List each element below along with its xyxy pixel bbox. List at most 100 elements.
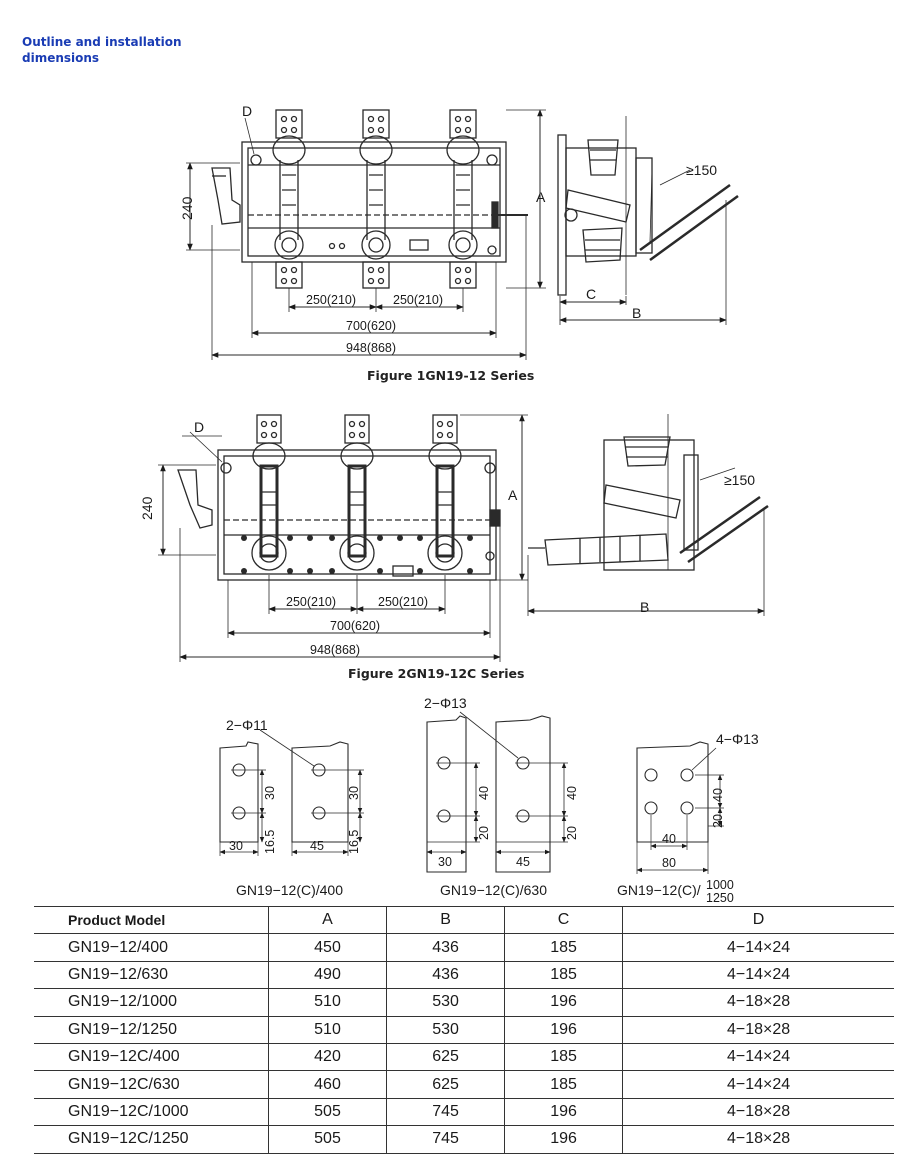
fig1-dim-outer: 948(868): [346, 341, 396, 355]
cell-c: 185: [504, 933, 623, 962]
terminal-400-dim-e: 30: [347, 786, 361, 800]
cell-model: GN19−12/1000: [34, 988, 269, 1017]
cell-model: GN19−12/630: [34, 960, 269, 990]
cell-c: 185: [504, 1042, 623, 1072]
fig1-dim-pitch2: 250(210): [393, 293, 443, 307]
cell-c: 196: [504, 1097, 623, 1127]
cell-b: 436: [386, 960, 505, 990]
cell-a: 460: [267, 1070, 387, 1099]
terminal-1000-name-bottom: 1250: [706, 891, 734, 905]
cell-b: 625: [386, 1070, 505, 1099]
header-d: D: [622, 905, 894, 935]
terminal-630-name: GN19−12(C)/630: [440, 882, 547, 898]
cell-d: 4−14×24: [622, 960, 894, 990]
terminal-1000-name-prefix: GN19−12(C)/: [617, 882, 701, 898]
fig2-label-b: B: [640, 599, 649, 615]
cell-b: 745: [386, 1097, 505, 1127]
cell-d: 4−14×24: [622, 1070, 894, 1099]
terminal-400-dim-a: 30: [263, 786, 277, 800]
fig1-dim-inner: 700(620): [346, 319, 396, 333]
cell-d: 4−18×28: [622, 1097, 894, 1127]
fig2-dim-pitch2: 250(210): [378, 595, 428, 609]
fig1-label-height: 240: [179, 196, 195, 220]
table-row: GN19−12/1250 510 530 196 4−18×28: [34, 1015, 894, 1044]
terminal-400-dim-c: 30: [229, 839, 243, 853]
terminal-400-dim-f: 16.5: [347, 830, 361, 854]
terminal-630-dim-d: 45: [516, 855, 530, 869]
cell-model: GN19−12C/400: [34, 1042, 269, 1072]
fig1-label-c: C: [586, 286, 596, 302]
cell-a: 490: [267, 960, 387, 990]
header-b: B: [386, 905, 505, 935]
terminal-630-dim-b: 20: [477, 826, 491, 840]
fig2-dim-outer: 948(868): [310, 643, 360, 657]
terminal-630-dim-c: 30: [438, 855, 452, 869]
terminal-630-dim-a: 40: [477, 786, 491, 800]
fig2-label-height: 240: [139, 496, 155, 520]
header-c: C: [504, 905, 623, 935]
table-row: GN19−12C/630 460 625 185 4−14×24: [34, 1070, 894, 1099]
cell-model: GN19−12C/1250: [34, 1125, 269, 1154]
terminal-1000-holes: 4−Φ13: [716, 731, 759, 747]
cell-d: 4−14×24: [622, 1042, 894, 1072]
table-row: GN19−12C/400 420 625 185 4−14×24: [34, 1042, 894, 1072]
cell-b: 436: [386, 933, 505, 962]
terminal-1000-dim-d: 80: [662, 856, 676, 870]
cell-d: 4−18×28: [622, 988, 894, 1017]
cell-c: 196: [504, 1125, 623, 1154]
terminal-1000-dim-b: 20: [711, 814, 725, 828]
cell-a: 420: [267, 1042, 387, 1072]
terminal-630-dim-f: 20: [565, 826, 579, 840]
cell-model: GN19−12C/630: [34, 1070, 269, 1099]
fig2-label-a: A: [508, 487, 518, 503]
terminal-630-dim-e: 40: [565, 786, 579, 800]
table-row: GN19−12C/1000 505 745 196 4−18×28: [34, 1097, 894, 1127]
cell-a: 505: [267, 1125, 387, 1154]
terminal-1000-dim-c: 40: [662, 832, 676, 846]
figure2-front-view: [158, 414, 528, 662]
table-row: GN19−12/1000 510 530 196 4−18×28: [34, 988, 894, 1017]
cell-a: 505: [267, 1097, 387, 1127]
cell-d: 4−18×28: [622, 1125, 894, 1154]
table-row: GN19−12/400 450 436 185 4−14×24: [34, 933, 894, 962]
cell-b: 530: [386, 1015, 505, 1044]
table-header-row: Product Model A B C D: [34, 905, 894, 935]
terminal-1000-1250: [636, 741, 724, 874]
figure1-side-view: [557, 116, 739, 325]
terminal-400-name: GN19−12(C)/400: [236, 882, 343, 898]
fig2-label-d: D: [194, 419, 204, 435]
fig1-label-a: A: [536, 189, 546, 205]
terminal-630-holes: 2−Φ13: [424, 695, 467, 711]
cell-a: 450: [267, 933, 387, 962]
fig1-label-b: B: [632, 305, 641, 321]
fig2-label-clearance: ≥150: [724, 472, 755, 488]
fig1-label-d: D: [242, 103, 252, 119]
terminal-1000-dim-a: 40: [711, 788, 725, 802]
cell-a: 510: [267, 988, 387, 1017]
table-row: GN19−12C/1250 505 745 196 4−18×28: [34, 1125, 894, 1154]
header-a: A: [267, 905, 387, 935]
cell-model: GN19−12C/1000: [34, 1097, 269, 1127]
figure1-drawing: D 240 A ≥150 C B 250(210) 250(210) 700(6…: [179, 103, 739, 360]
terminal-400-dim-b: 16.5: [263, 830, 277, 854]
cell-c: 185: [504, 960, 623, 990]
figure1-front-view: [186, 109, 546, 360]
figure2-side-view: [527, 414, 769, 616]
header-product-model: Product Model: [34, 905, 269, 935]
cell-b: 745: [386, 1125, 505, 1154]
terminal-400-dim-d: 45: [310, 839, 324, 853]
terminal-630: [426, 711, 568, 873]
terminal-400: [219, 729, 364, 856]
cell-b: 625: [386, 1042, 505, 1072]
fig1-dim-pitch1: 250(210): [306, 293, 356, 307]
cell-d: 4−18×28: [622, 1015, 894, 1044]
figure2-drawing: D 240 A ≥150 B 250(210) 250(210) 700(620…: [139, 414, 769, 662]
cell-model: GN19−12/400: [34, 933, 269, 962]
terminal-400-holes: 2−Φ11: [226, 717, 268, 733]
cell-b: 530: [386, 988, 505, 1017]
fig2-dim-pitch1: 250(210): [286, 595, 336, 609]
cell-d: 4−14×24: [622, 933, 894, 962]
cell-model: GN19−12/1250: [34, 1015, 269, 1044]
figure2-caption: Figure 2GN19-12C Series: [348, 666, 525, 681]
fig2-dim-inner: 700(620): [330, 619, 380, 633]
